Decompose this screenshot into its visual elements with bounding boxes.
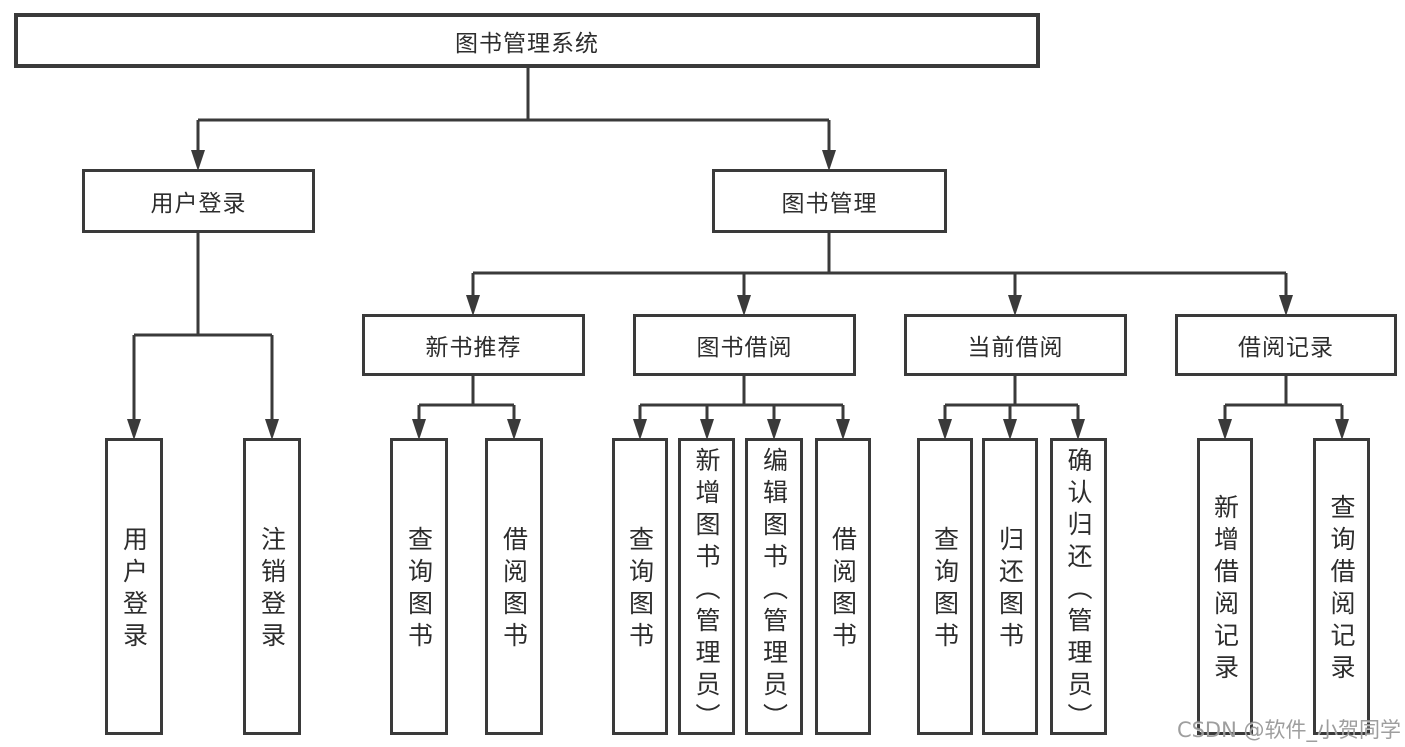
leaf-borrow-books-2: 借阅图书 [815, 438, 871, 735]
connector-new-book-rec-arrowheads [412, 419, 521, 440]
connector-user-login-arrowheads [127, 419, 279, 440]
connector-current-borrow [943, 376, 1080, 423]
node-user-login: 用户登录 [82, 169, 315, 233]
connector-user-login [132, 233, 274, 423]
connector-current-borrow-arrowheads [938, 419, 1085, 440]
connector-new-book-rec [417, 376, 516, 423]
leaf-query-borrow-record: 查询借阅记录 [1313, 438, 1370, 735]
connector-borrow-records-arrowheads [1218, 419, 1349, 440]
csdn-watermark: CSDN @软件_小贺同学 [1176, 718, 1401, 742]
leaf-confirm-return-admin: 确认归还（管理员） [1050, 438, 1107, 735]
connector-book-borrow-arrowheads [633, 419, 850, 440]
node-current-borrowing: 当前借阅 [904, 314, 1127, 376]
connector-book-mgmt [471, 233, 1288, 299]
node-book-borrowing: 图书借阅 [633, 314, 856, 376]
leaf-query-books-3: 查询图书 [917, 438, 973, 735]
connector-root [196, 68, 831, 154]
connector-root-arrowheads [191, 150, 836, 171]
leaf-query-books-2: 查询图书 [612, 438, 668, 735]
node-book-management: 图书管理 [712, 169, 947, 233]
connector-book-borrow [638, 376, 845, 423]
leaf-query-books-1: 查询图书 [390, 438, 448, 735]
leaf-add-books-admin: 新增图书（管理员） [678, 438, 735, 735]
leaf-logout: 注销登录 [243, 438, 301, 735]
node-root: 图书管理系统 [14, 13, 1040, 68]
leaf-add-borrow-record: 新增借阅记录 [1197, 438, 1253, 735]
node-borrowing-records: 借阅记录 [1175, 314, 1397, 376]
leaf-edit-books-admin: 编辑图书（管理员） [745, 438, 803, 735]
connector-borrow-records [1223, 376, 1344, 423]
leaf-borrow-books-1: 借阅图书 [485, 438, 543, 735]
connector-book-mgmt-arrowheads [466, 295, 1293, 316]
leaf-return-books: 归还图书 [982, 438, 1038, 735]
node-new-book-recommend: 新书推荐 [362, 314, 585, 376]
leaf-user-login: 用户登录 [105, 438, 163, 735]
